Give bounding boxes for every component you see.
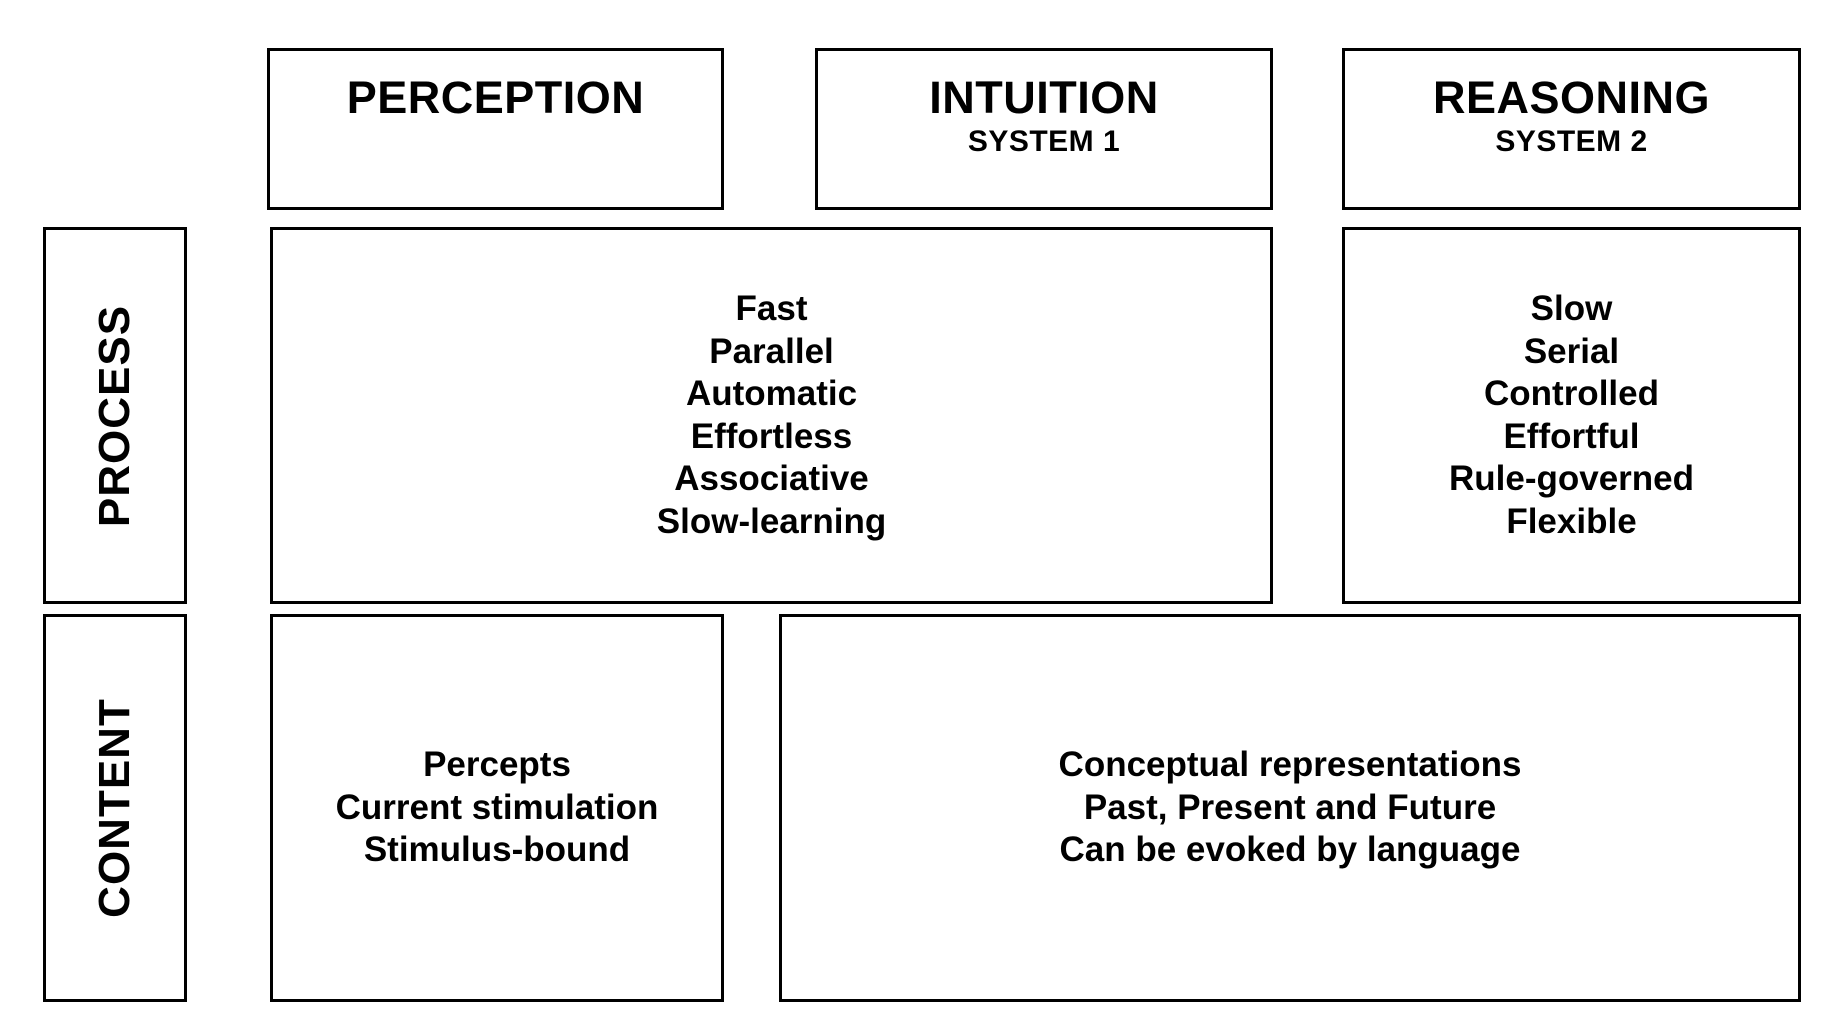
- content-item: Conceptual representations: [1058, 745, 1522, 785]
- process-item: Rule-governed: [1448, 459, 1695, 498]
- process-item: Controlled: [1484, 374, 1659, 413]
- process-item: Slow: [1530, 289, 1613, 328]
- content-item: Percepts: [423, 745, 571, 785]
- process-label: PROCESS: [90, 304, 140, 527]
- process-item: Slow-learning: [656, 501, 887, 541]
- content-item: Current stimulation: [335, 787, 659, 827]
- process-item: Effortful: [1503, 416, 1640, 456]
- process-item: Flexible: [1506, 501, 1637, 541]
- perception-header: PERCEPTION: [267, 48, 724, 210]
- content-item: Can be evoked by language: [1059, 830, 1521, 870]
- process-item: Serial: [1523, 331, 1620, 371]
- system1-process-cell: Fast Parallel Automatic Effortless Assoc…: [270, 227, 1273, 604]
- reasoning-header: REASONING SYSTEM 2: [1342, 48, 1801, 210]
- intuition-header: INTUITION SYSTEM 1: [815, 48, 1273, 210]
- process-item: Effortless: [690, 416, 853, 456]
- process-item: Parallel: [709, 331, 834, 371]
- content-item: Past, Present and Future: [1083, 787, 1497, 827]
- intuition-subtitle: SYSTEM 1: [967, 125, 1121, 158]
- perception-content-cell: Percepts Current stimulation Stimulus-bo…: [270, 614, 724, 1002]
- content-item: Stimulus-bound: [363, 830, 631, 870]
- process-item: Associative: [674, 459, 869, 498]
- system2-process-cell: Slow Serial Controlled Effortful Rule-go…: [1342, 227, 1801, 604]
- reasoning-title: REASONING: [1432, 72, 1711, 123]
- intuition-title: INTUITION: [929, 72, 1159, 123]
- conceptual-content-cell: Conceptual representations Past, Present…: [779, 614, 1801, 1002]
- content-label: CONTENT: [90, 698, 139, 918]
- process-row-label: PROCESS: [43, 227, 187, 604]
- reasoning-subtitle: SYSTEM 2: [1495, 125, 1648, 158]
- perception-title: PERCEPTION: [346, 72, 645, 123]
- content-row-label: CONTENT: [43, 614, 187, 1002]
- process-item: Fast: [735, 289, 808, 328]
- process-item: Automatic: [685, 374, 858, 413]
